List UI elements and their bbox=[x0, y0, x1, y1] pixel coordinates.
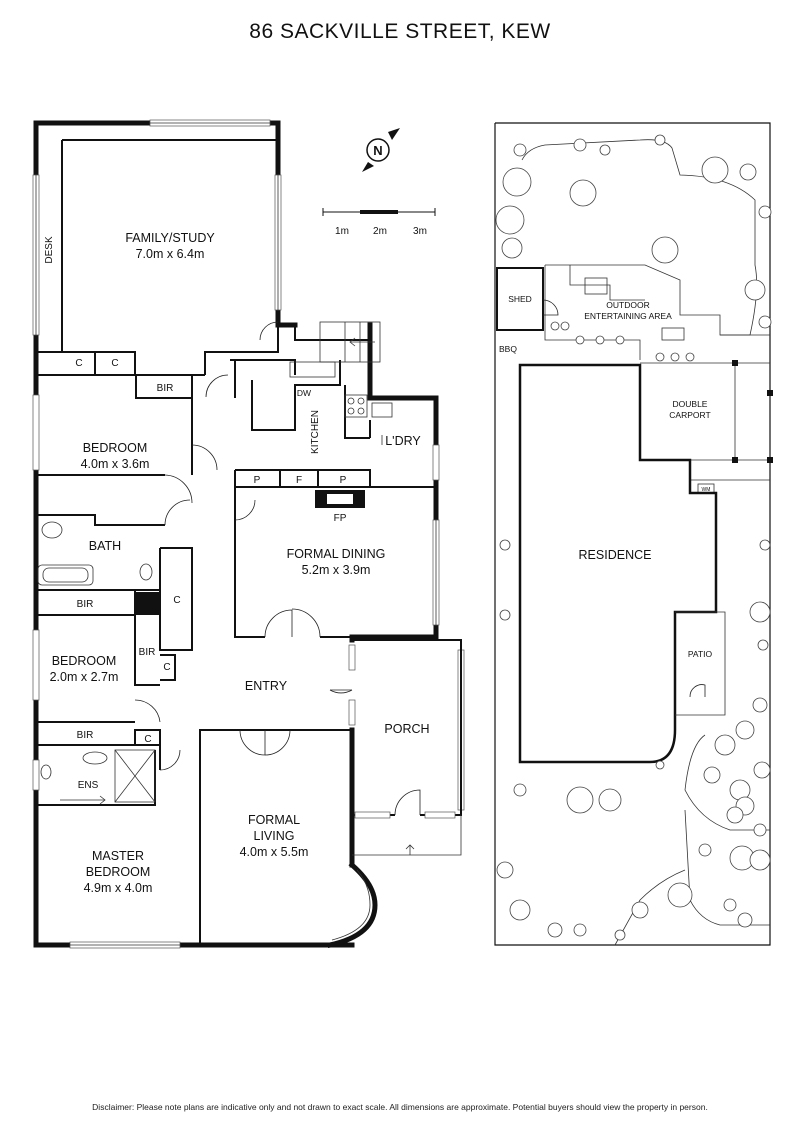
bir-label: BIR bbox=[77, 730, 94, 741]
bbq-label: BBQ bbox=[499, 344, 517, 354]
ensuite-label: ENS bbox=[78, 780, 99, 791]
residence-label: RESIDENCE bbox=[579, 548, 652, 562]
washing-machine-label: WM bbox=[702, 487, 711, 493]
porch-label: PORCH bbox=[384, 722, 429, 736]
master-bedroom-size: 4.9m x 4.0m bbox=[84, 881, 153, 895]
bedroom-2-size: 2.0m x 2.7m bbox=[50, 670, 119, 684]
dishwasher-label: DW bbox=[297, 388, 311, 398]
compass: N bbox=[362, 128, 400, 172]
patio-label: PATIO bbox=[688, 649, 713, 659]
desk-label: DESK bbox=[44, 236, 55, 264]
cupboard-label: C bbox=[173, 595, 180, 606]
shed-label: SHED bbox=[508, 294, 532, 304]
outdoor-area-label-1: OUTDOOR bbox=[606, 300, 649, 310]
fridge-label: F bbox=[296, 475, 302, 486]
formal-living-name-1: FORMAL bbox=[248, 813, 300, 827]
paving-marks bbox=[584, 277, 685, 341]
bedroom-2-name: BEDROOM bbox=[52, 654, 117, 668]
site-plan: SHED BBQ OUTDOOR ENTERTAINING AREA DOUBL… bbox=[494, 122, 773, 946]
master-bedroom-name-1: MASTER bbox=[92, 849, 144, 863]
scale-bar: 1m 2m 3m bbox=[322, 208, 436, 237]
cupboard-label: C bbox=[163, 662, 170, 673]
floor-plan-drawing: FAMILY/STUDY 7.0m x 6.4m DESK C C BIR BE… bbox=[32, 119, 773, 949]
scale-label-3m: 3m bbox=[413, 226, 427, 237]
outdoor-area-label-2: ENTERTAINING AREA bbox=[584, 311, 672, 321]
steps bbox=[319, 321, 381, 363]
formal-living-size: 4.0m x 5.5m bbox=[240, 845, 309, 859]
formal-living-name-2: LIVING bbox=[254, 829, 295, 843]
carport-label-1: DOUBLE bbox=[673, 399, 708, 409]
cupboard-label: C bbox=[111, 358, 118, 369]
bir-label: BIR bbox=[157, 383, 174, 394]
formal-dining-size: 5.2m x 3.9m bbox=[302, 563, 371, 577]
pantry-label: P bbox=[340, 475, 347, 486]
laundry-label: L'DRY bbox=[385, 434, 421, 448]
bedroom-1-name: BEDROOM bbox=[83, 441, 148, 455]
door-swings bbox=[60, 321, 383, 805]
compass-north-label: N bbox=[373, 143, 382, 158]
cupboard-label: C bbox=[75, 358, 82, 369]
carport-label-2: CARPORT bbox=[669, 410, 710, 420]
fireplace-label: FP bbox=[334, 513, 347, 524]
bath-label: BATH bbox=[89, 539, 121, 553]
room-labels: FAMILY/STUDY 7.0m x 6.4m DESK C C BIR BE… bbox=[44, 231, 430, 895]
bir-label: BIR bbox=[139, 647, 156, 658]
porch-outline bbox=[329, 639, 462, 856]
formal-dining-name: FORMAL DINING bbox=[287, 547, 386, 561]
interior-walls bbox=[36, 139, 436, 945]
scale-label-2m: 2m bbox=[373, 226, 387, 237]
family-study-size: 7.0m x 6.4m bbox=[136, 247, 205, 261]
page-title: 86 SACKVILLE STREET, KEW bbox=[249, 20, 551, 43]
bir-label: BIR bbox=[77, 599, 94, 610]
kitchen-label: KITCHEN bbox=[310, 410, 321, 454]
master-bedroom-name-2: BEDROOM bbox=[86, 865, 151, 879]
fixtures bbox=[37, 361, 393, 780]
garden-trees bbox=[495, 134, 772, 941]
scale-label-1m: 1m bbox=[335, 226, 349, 237]
disclaimer-text: Disclaimer: Please note plans are indica… bbox=[92, 1102, 708, 1112]
pantry-label: P bbox=[254, 475, 261, 486]
family-study-name: FAMILY/STUDY bbox=[125, 231, 215, 245]
cupboard-label: C bbox=[144, 734, 151, 745]
bedroom-1-size: 4.0m x 3.6m bbox=[81, 457, 150, 471]
bay-window bbox=[327, 861, 378, 948]
entry-label: ENTRY bbox=[245, 679, 288, 693]
windows bbox=[32, 119, 465, 949]
